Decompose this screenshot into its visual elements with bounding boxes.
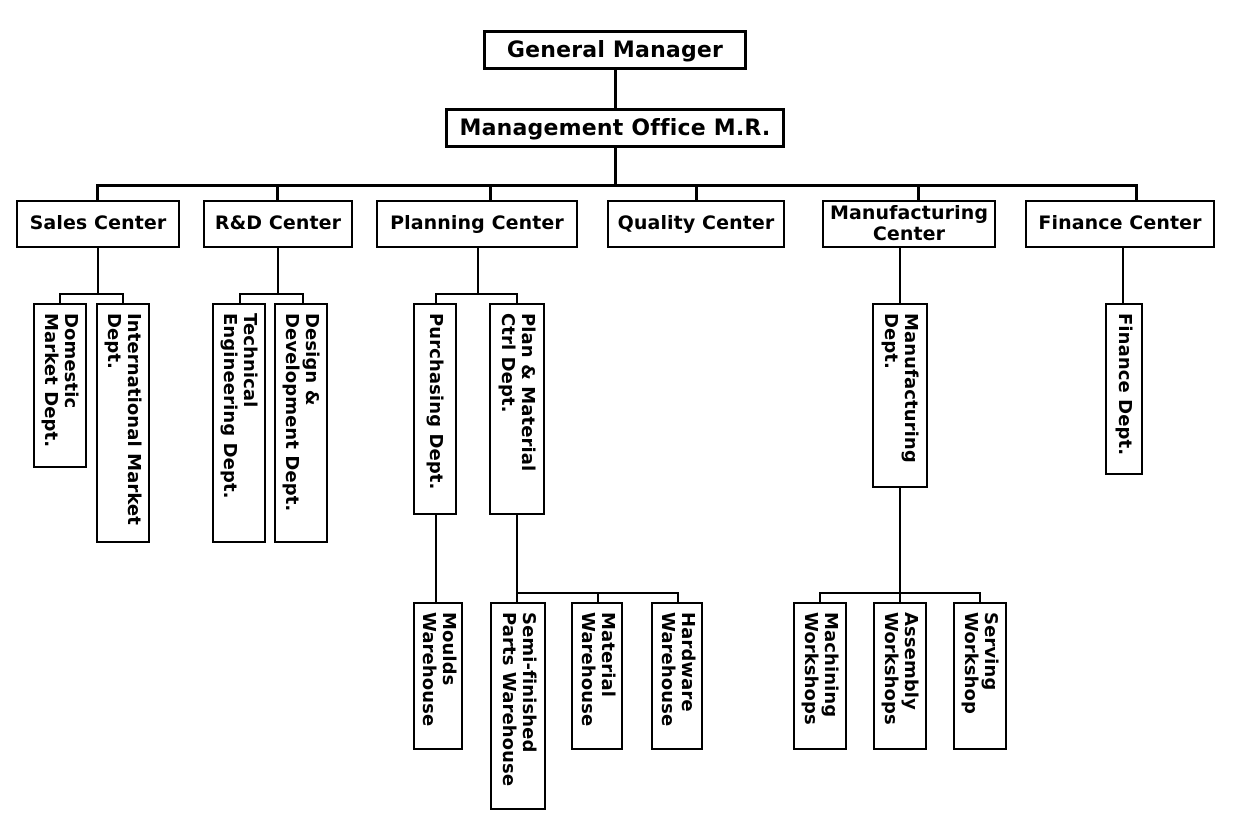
node-unit-hardware-warehouse-label: Hardware Warehouse <box>657 612 698 727</box>
connector-bus-to-sales <box>96 184 99 200</box>
node-center-rnd[interactable]: R&D Center <box>203 200 353 248</box>
connector-rnd-drop <box>277 248 279 293</box>
node-unit-semi-finished-parts-warehouse-label: Semi-finished Parts Warehouse <box>498 612 539 787</box>
connector-manufacturing-drop <box>899 248 901 303</box>
node-unit-assembly-workshops-label: Assembly Workshops <box>880 612 921 725</box>
node-unit-serving-workshop-label: Serving Workshop <box>960 612 1001 715</box>
node-unit-moulds-warehouse[interactable]: Moulds Warehouse <box>413 602 463 750</box>
connector-bus-to-rnd <box>276 184 279 200</box>
node-dept-manufacturing[interactable]: Manufacturing Dept. <box>872 303 928 488</box>
connector-bus-to-manufacturing <box>917 184 920 200</box>
node-dept-finance[interactable]: Finance Dept. <box>1105 303 1143 475</box>
node-dept-technical-engineering-label: Technical Engineering Dept. <box>219 313 260 499</box>
node-center-quality-label: Quality Center <box>617 212 775 235</box>
node-center-manufacturing-label: Manufacturing Center <box>829 201 989 245</box>
node-unit-material-warehouse-label: Material Warehouse <box>577 612 618 727</box>
node-unit-machining-workshops-label: Machining Workshops <box>800 612 841 725</box>
connector-plan-material-drop <box>516 515 518 592</box>
node-dept-international-market-label: International Market Dept. <box>103 313 144 525</box>
node-center-finance-label: Finance Center <box>1038 212 1202 235</box>
connector-office-drop <box>614 148 617 184</box>
node-dept-purchasing[interactable]: Purchasing Dept. <box>413 303 457 515</box>
connector-to-machining-workshops <box>819 592 821 602</box>
connector-sales-to-domestic <box>59 293 61 303</box>
node-dept-international-market[interactable]: International Market Dept. <box>96 303 150 543</box>
node-center-planning-label: Planning Center <box>390 212 564 235</box>
node-dept-purchasing-label: Purchasing Dept. <box>424 313 446 490</box>
connector-gm-to-office <box>614 70 617 108</box>
connector-rnd-to-technical <box>239 293 241 303</box>
connector-finance-drop <box>1122 248 1124 303</box>
node-management-office-label: Management Office M.R. <box>459 115 771 141</box>
node-general-manager-label: General Manager <box>506 37 724 63</box>
node-center-rnd-label: R&D Center <box>214 212 342 235</box>
connector-planning-bar <box>435 293 518 295</box>
connector-bus-to-finance <box>1135 184 1138 200</box>
node-center-sales-label: Sales Center <box>29 212 167 235</box>
connector-to-assembly-workshops <box>899 592 901 602</box>
node-general-manager[interactable]: General Manager <box>483 30 747 70</box>
connector-planning-to-purchasing <box>435 293 437 303</box>
node-center-sales[interactable]: Sales Center <box>16 200 180 248</box>
node-dept-domestic-market-label: Domestic Market Dept. <box>40 313 81 448</box>
node-unit-moulds-warehouse-label: Moulds Warehouse <box>418 612 459 727</box>
node-center-manufacturing[interactable]: Manufacturing Center <box>822 200 996 248</box>
node-dept-finance-label: Finance Dept. <box>1113 313 1135 456</box>
connector-purchasing-to-moulds <box>435 515 437 602</box>
node-management-office[interactable]: Management Office M.R. <box>445 108 785 148</box>
connector-to-hardware-warehouse <box>677 592 679 602</box>
connector-to-serving-workshop <box>979 592 981 602</box>
node-dept-design-development[interactable]: Design & Development Dept. <box>274 303 328 543</box>
connector-planning-to-plan-material <box>516 293 518 303</box>
node-center-quality[interactable]: Quality Center <box>607 200 785 248</box>
node-unit-hardware-warehouse[interactable]: Hardware Warehouse <box>651 602 703 750</box>
node-dept-plan-material-ctrl[interactable]: Plan & Material Ctrl Dept. <box>489 303 545 515</box>
connector-to-semi-finished <box>516 592 518 602</box>
node-dept-design-development-label: Design & Development Dept. <box>281 313 322 512</box>
connector-bus-to-planning <box>489 184 492 200</box>
node-unit-assembly-workshops[interactable]: Assembly Workshops <box>873 602 927 750</box>
connector-manufacturing-dept-drop <box>899 488 901 593</box>
connector-sales-bar <box>59 293 124 295</box>
connector-to-material-warehouse <box>597 592 599 602</box>
node-unit-material-warehouse[interactable]: Material Warehouse <box>571 602 623 750</box>
node-dept-manufacturing-label: Manufacturing Dept. <box>880 313 921 463</box>
connector-rnd-bar <box>239 293 304 295</box>
node-unit-serving-workshop[interactable]: Serving Workshop <box>953 602 1007 750</box>
connector-planning-drop <box>477 248 479 293</box>
connector-bus-to-quality <box>695 184 698 200</box>
node-dept-technical-engineering[interactable]: Technical Engineering Dept. <box>212 303 266 543</box>
node-center-planning[interactable]: Planning Center <box>376 200 578 248</box>
node-dept-domestic-market[interactable]: Domestic Market Dept. <box>33 303 87 468</box>
node-unit-machining-workshops[interactable]: Machining Workshops <box>793 602 847 750</box>
node-dept-plan-material-ctrl-label: Plan & Material Ctrl Dept. <box>497 313 538 472</box>
node-center-finance[interactable]: Finance Center <box>1025 200 1215 248</box>
node-unit-semi-finished-parts-warehouse[interactable]: Semi-finished Parts Warehouse <box>490 602 546 810</box>
connector-centers-bus <box>96 184 1137 187</box>
connector-rnd-to-design <box>302 293 304 303</box>
connector-sales-to-international <box>122 293 124 303</box>
connector-sales-drop <box>97 248 99 293</box>
